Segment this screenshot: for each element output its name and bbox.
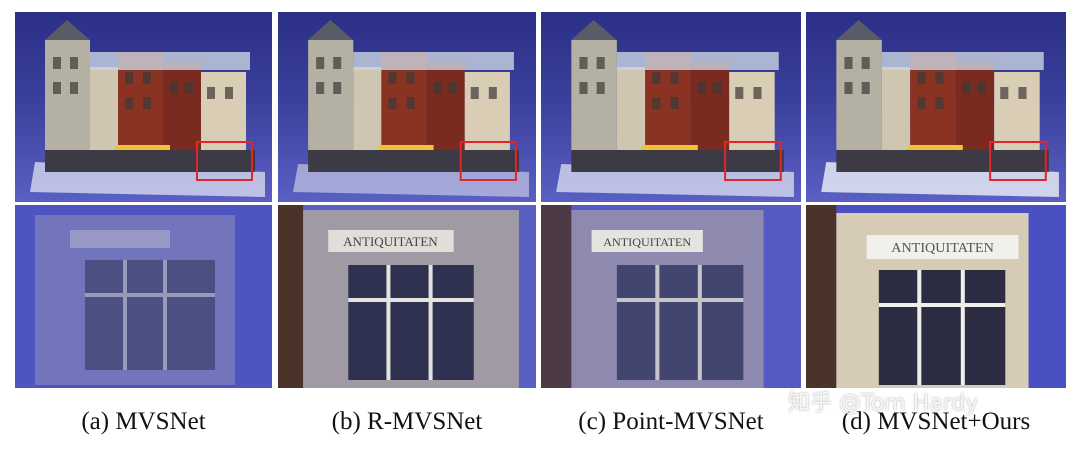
- caption-c: (c) Point-MVSNet: [578, 408, 764, 435]
- building-reconstruction-image: [556, 20, 794, 197]
- panel-a-closeup: [15, 205, 272, 388]
- caption-a: (a) MVSNet: [81, 408, 206, 435]
- highlight-box: [459, 141, 517, 181]
- highlight-box: [724, 141, 782, 181]
- building-reconstruction-image: [293, 20, 529, 197]
- building-reconstruction-image: [30, 20, 265, 197]
- panel-b-closeup: ANTIQUITATEN: [278, 205, 536, 388]
- building-reconstruction-image: [821, 20, 1059, 197]
- sign-text: ANTIQUITATEN: [603, 235, 691, 249]
- highlight-box: [196, 141, 253, 181]
- window-closeup-image: ANTIQUITATEN: [806, 205, 1029, 388]
- sign-text: ANTIQUITATEN: [343, 234, 438, 249]
- panel-b-building: [278, 12, 536, 202]
- window-closeup-image: [35, 215, 235, 385]
- watermark: 知乎 @Tom Hardy: [788, 391, 979, 416]
- highlight-box: [989, 141, 1047, 181]
- panel-d-closeup: ANTIQUITATEN: [806, 205, 1066, 388]
- caption-b: (b) R-MVSNet: [331, 408, 483, 435]
- sign-text: ANTIQUITATEN: [891, 240, 994, 256]
- caption-d: (d) MVSNet+Ours: [841, 408, 1031, 435]
- panel-a-building: [15, 12, 272, 202]
- window-closeup-image: ANTIQUITATEN: [541, 205, 764, 388]
- window-closeup-image: ANTIQUITATEN: [278, 205, 519, 388]
- panel-c-building: [541, 12, 801, 202]
- panel-c-closeup: ANTIQUITATEN: [541, 205, 801, 388]
- panel-d-building: [806, 12, 1066, 202]
